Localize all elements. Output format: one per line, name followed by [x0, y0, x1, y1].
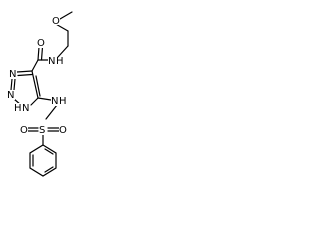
atom-labels: O O N H N N H N N H S O O [7, 15, 67, 136]
triazole-n3-label: N [9, 69, 16, 80]
ring-bond-n1-c5 [30, 97, 39, 106]
sulfonamide-hydrogen-label: H [59, 96, 67, 107]
ring-bond-c5-c4-double [35, 75, 41, 97]
ring-bond-c4-n3-double [17, 73, 33, 77]
triazole-hydrogen-label: H [14, 103, 22, 114]
phenyl-hexagon [29, 144, 57, 177]
ring-bond-n3-n2-double [13, 78, 16, 91]
triazole-n1-label: N [22, 103, 29, 114]
ring-bond-n3-n2 [10, 78, 13, 91]
phenyl-ring [29, 144, 57, 177]
carbonyl-double-bond-1 [37, 46, 40, 61]
methyl-bond [59, 11, 73, 20]
sulfonamide-nitrogen-label: N [51, 96, 58, 107]
amide-hydrogen-label: H [56, 56, 64, 67]
amide-nitrogen-label: N [48, 56, 55, 67]
phenyl-inner-bond-2 [44, 166, 54, 173]
sulfonyl-oxygen-left-label: O [20, 125, 28, 136]
triazole-ring [10, 70, 41, 106]
amide-group [31, 46, 49, 72]
methoxy-oxygen-label: O [52, 16, 60, 27]
nh-s-bond [45, 104, 58, 120]
carbonyl-double-bond-2 [40, 46, 44, 61]
phenyl-inner-bond-1 [44, 148, 54, 155]
sulfonamide-group [27, 97, 60, 146]
sulfur-label: S [39, 125, 45, 136]
ring-bond-c4-n3 [16, 70, 33, 73]
ch2-n-bond [57, 45, 69, 58]
amide-oxygen-label: O [37, 38, 45, 49]
triazole-n2-label: N [7, 90, 14, 101]
c5-nh-bond [37, 97, 52, 101]
carbonyl-ring-bond [31, 59, 39, 72]
ring-bond-c5-c4 [31, 70, 39, 99]
chemical-structure: O O N H N N H N N H S O O [7, 11, 73, 177]
sulfonyl-oxygen-right-label: O [59, 125, 67, 136]
